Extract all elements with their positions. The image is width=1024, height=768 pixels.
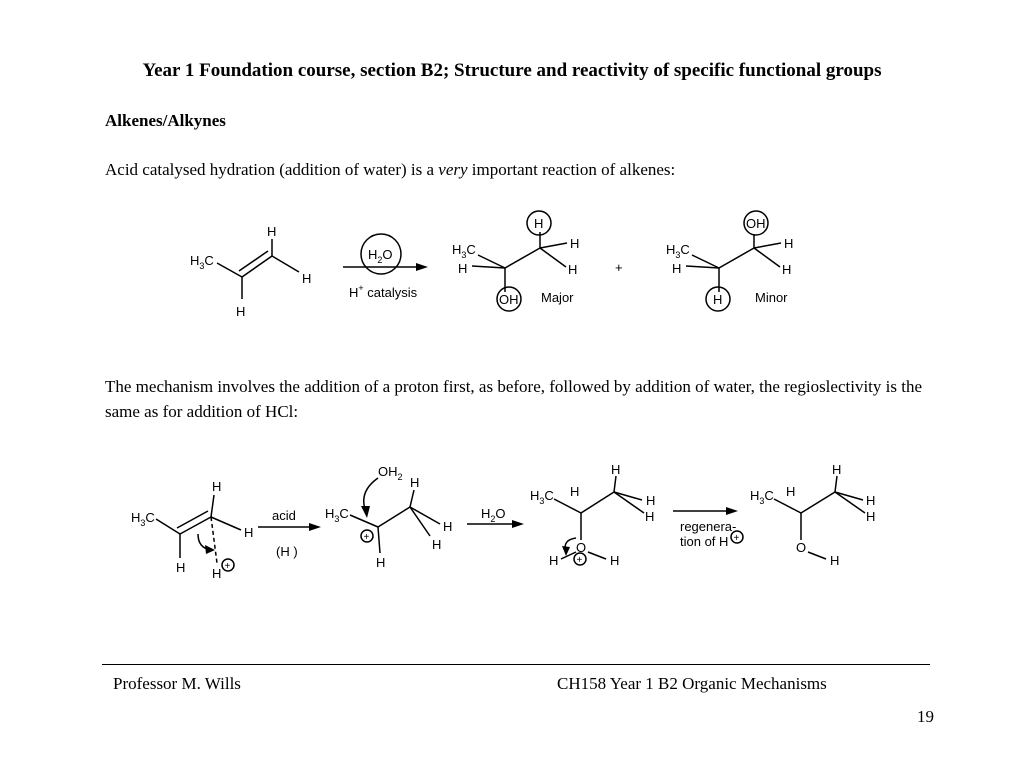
reaction-arrow-hydration: H2O H+ catalysis (343, 233, 428, 300)
positive-charge-circle (730, 530, 744, 544)
minor-product: H3C H OH H H H Minor (666, 210, 793, 312)
carbocation-intermediate: OH2 H3C H H H H + (325, 464, 452, 570)
h-label: H (244, 525, 253, 540)
oh-label: OH (746, 216, 766, 231)
h-label: H (570, 484, 579, 499)
highlight-circle (496, 286, 522, 312)
intro-text-after: important reaction of alkenes: (467, 160, 676, 179)
methyl-label: H3C (190, 253, 214, 271)
slide-title: Year 1 Foundation course, section B2; St… (142, 60, 882, 81)
acid-label: acid (272, 508, 296, 523)
water-reagent-label: H2O (481, 506, 506, 524)
positive-charge-circle (221, 558, 235, 572)
h-label: H (549, 553, 558, 568)
positive-charge-sign: + (734, 533, 740, 544)
intro-text-before: Acid catalysed hydration (addition of wa… (105, 160, 439, 179)
regeneration-label-line2: tion of H (680, 534, 728, 549)
positive-charge-circle (573, 552, 587, 566)
h-label: H (376, 555, 385, 570)
major-label: Major (541, 290, 574, 305)
h-label: H (570, 236, 579, 251)
oxygen-label: O (796, 540, 806, 555)
propene-reactant: H3C H H H (190, 224, 311, 319)
h-label: H (212, 479, 221, 494)
positive-charge-sign: + (577, 555, 583, 566)
methyl-label: H3C (530, 488, 554, 506)
footer-course: CH158 Year 1 B2 Organic Mechanisms (557, 674, 827, 693)
regeneration-arrow: regenera- tion of H + (673, 507, 744, 549)
h-label: H (443, 519, 452, 534)
h-label: H (832, 462, 841, 477)
h-label: H (458, 261, 467, 276)
positive-charge-sign: + (225, 561, 231, 572)
methyl-label: H3C (325, 506, 349, 524)
hydration-scheme: H3C H H H H2O H+ catalysis H3C H H H H O… (190, 210, 793, 319)
h-label: H (432, 537, 441, 552)
alcohol-product: H3C H H H H O H (750, 462, 875, 568)
h-label: H (176, 560, 185, 575)
footer-divider (102, 664, 930, 665)
h-label: H (866, 493, 875, 508)
h-label: H (645, 509, 654, 524)
h-plus-label: (H ) (276, 544, 298, 559)
h-label: H (610, 553, 619, 568)
h-label: H (534, 216, 543, 231)
positive-charge-circle (360, 529, 374, 543)
h-label: H (302, 271, 311, 286)
intro-emphasis: very (438, 160, 468, 179)
regeneration-label-line1: regenera- (680, 519, 736, 534)
h-label: H (786, 484, 795, 499)
methyl-label: H3C (452, 242, 476, 260)
h-label: H (830, 553, 839, 568)
h-label: H (866, 509, 875, 524)
proton-label: H (212, 566, 221, 581)
h-label: H (267, 224, 276, 239)
footer-author: Professor M. Wills (113, 674, 241, 693)
h-label: H (611, 462, 620, 477)
highlight-circle (743, 210, 769, 236)
mechanism-scheme: H3C H H H H + acid (H ) OH2 H3C H H H H … (131, 462, 875, 581)
positive-charge-sign: + (364, 532, 370, 543)
curved-arrow-head (361, 506, 370, 518)
oxonium-intermediate: H3C H H H H O H H + (530, 462, 655, 568)
oxygen-label: O (576, 540, 586, 555)
page-number: 19 (917, 707, 934, 726)
h-label: H (784, 236, 793, 251)
intro-paragraph: Acid catalysed hydration (addition of wa… (105, 157, 675, 182)
plus-sign: + (615, 260, 623, 275)
water-circle (360, 233, 402, 275)
methyl-label: H3C (131, 510, 155, 528)
highlight-circle (526, 210, 552, 236)
water-arrow: H2O (467, 506, 524, 528)
major-product: H3C H H H H OH Major (452, 210, 579, 312)
step1-alkene-protonation: H3C H H H H + (131, 479, 253, 581)
minor-label: Minor (755, 290, 788, 305)
water-reagent-label: H2O (368, 247, 393, 265)
methyl-label: H3C (750, 488, 774, 506)
h-label: H (782, 262, 791, 277)
methyl-label: H3C (666, 242, 690, 260)
curved-arrow-head (562, 546, 570, 556)
water-label: OH2 (378, 464, 403, 482)
h-label: H (672, 261, 681, 276)
oh-label: OH (499, 292, 519, 307)
h-label: H (568, 262, 577, 277)
catalysis-label: H+ catalysis (349, 283, 418, 300)
h-label: H (646, 493, 655, 508)
h-label: H (236, 304, 245, 319)
highlight-circle (705, 286, 731, 312)
h-label: H (713, 292, 722, 307)
mechanism-paragraph: The mechanism involves the addition of a… (105, 377, 922, 421)
section-heading: Alkenes/Alkynes (105, 111, 226, 130)
acid-arrow: acid (H ) (258, 508, 321, 559)
curved-arrow-head (205, 545, 215, 554)
h-label: H (410, 475, 419, 490)
